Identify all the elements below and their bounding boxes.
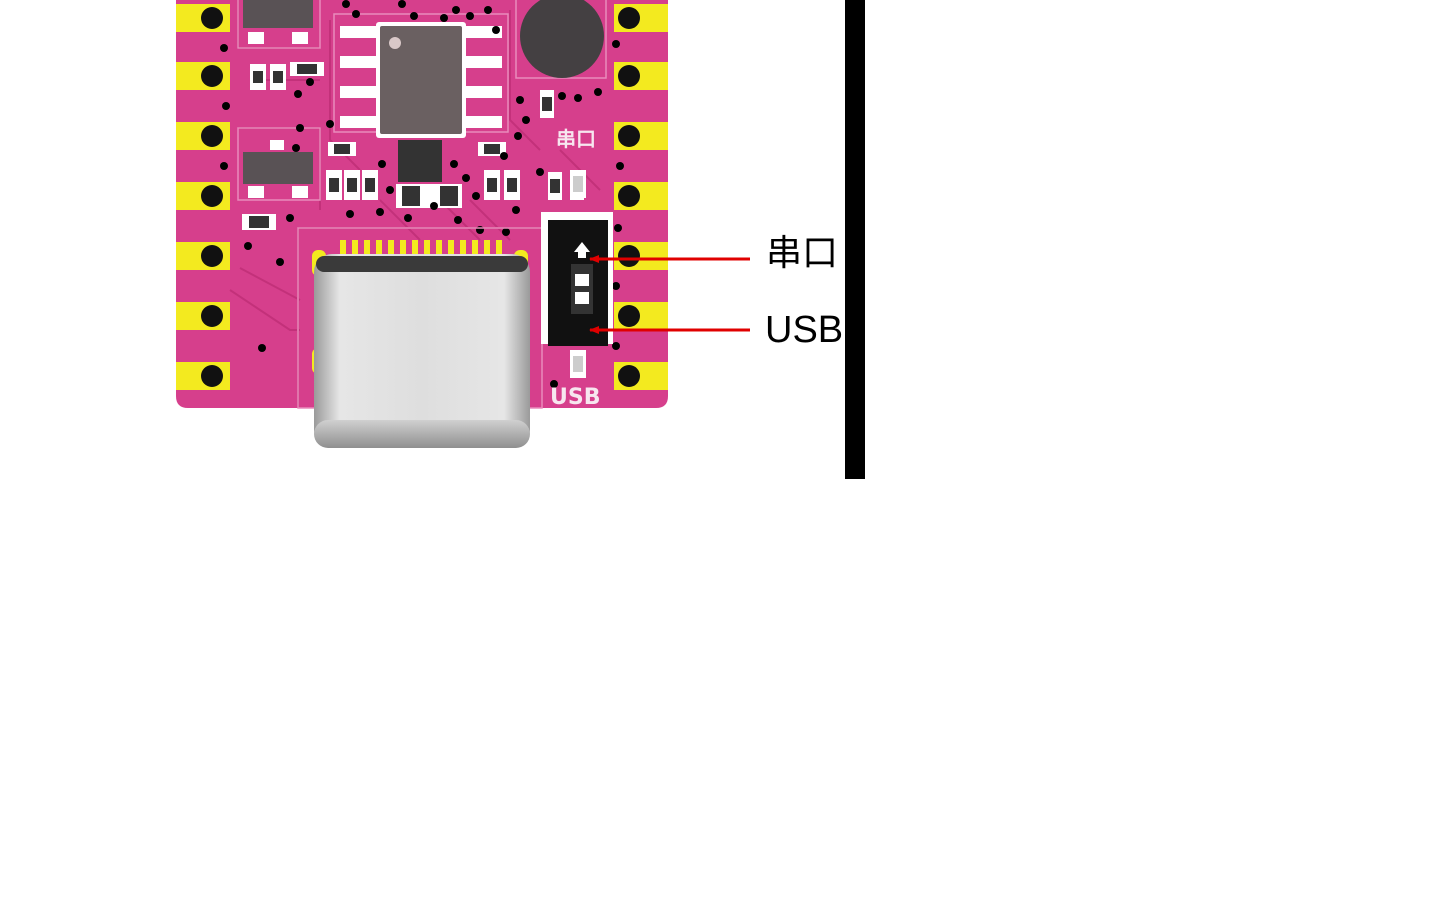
buzzer-component [515,0,607,79]
silkscreen-serial: 串口 [556,127,596,151]
regulator-top [237,0,321,49]
separator-bar [845,0,865,479]
right-header-pins [614,4,668,390]
regulator-bottom [237,127,321,201]
usb-callout-label: USB [765,309,844,351]
silkscreen-usb: USB [550,385,600,410]
left-header-pins [176,4,230,390]
pcb-vias [220,0,624,388]
main-ic-chip [333,13,509,138]
usb-c-connector [314,254,530,448]
qfn-chip [398,140,442,182]
serial-callout-label: 串口 [766,233,839,274]
serial-usb-slide-switch [541,170,613,378]
